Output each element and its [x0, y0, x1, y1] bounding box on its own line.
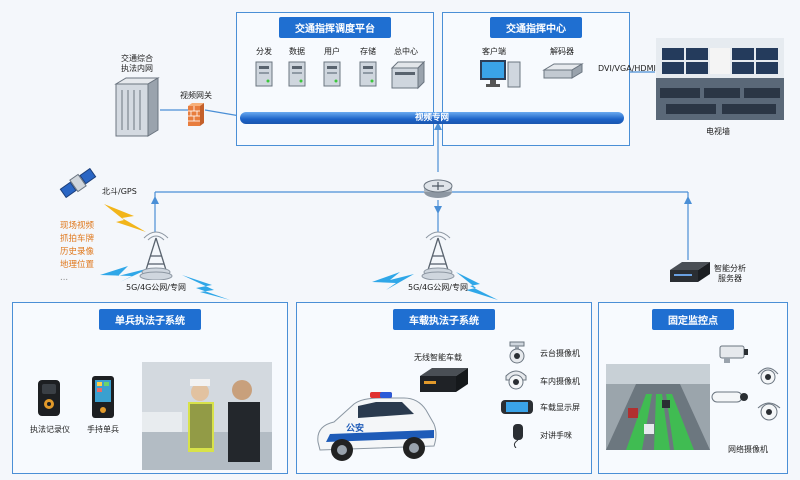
intranet-label-line1: 交通综合 [121, 54, 153, 63]
handheld-microphone-icon [513, 424, 523, 448]
command-center-panel: 交通指挥中心 [442, 12, 630, 146]
decoder-label: 解码器 [550, 47, 574, 56]
ptz-camera-icon [509, 341, 525, 364]
vehicle-nvr-icon [420, 368, 468, 392]
panel-title-command-center: 交通指挥中心 [490, 17, 582, 38]
server-label-user: 用户 [324, 47, 340, 56]
server-icon [288, 61, 306, 87]
panel-title-dispatch-platform: 交通指挥调度平台 [279, 17, 391, 38]
video-private-network-bus: 视频专网 [240, 112, 624, 124]
vehicle-device-label-display: 车载显示屏 [540, 403, 580, 412]
vehicle-device-label-ptz: 云台摄像机 [540, 349, 580, 358]
vehicle-display-icon [501, 400, 533, 414]
cell-tower-icon [139, 231, 173, 280]
server-label-data: 数据 [289, 47, 305, 56]
intranet-label-line2: 执法内网 [121, 64, 153, 73]
panel-title-fixed-monitor: 固定监控点 [652, 309, 734, 330]
vehicle-device-label-mic: 对讲手咪 [540, 431, 572, 440]
gateway-label: 视频网关 [180, 91, 212, 100]
intranet-label: 交通综合 执法内网 [121, 54, 153, 74]
intranet-server-rack-icon [114, 77, 160, 137]
beidou-gps-label: 北斗/GPS [102, 187, 137, 196]
headquarters-server-icon [390, 60, 426, 90]
dome-camera-icon [505, 370, 527, 390]
firewall-gateway-icon [188, 103, 204, 126]
data-item-live-video: 现场视频 [60, 221, 95, 231]
dvi-label: DVI/VGA/HDMI [598, 64, 656, 73]
analysis-server-label: 智能分析 服务器 [714, 264, 746, 284]
server-icon [255, 61, 273, 87]
network-camera-icon [757, 367, 779, 385]
analysis-server-label-line1: 智能分析 [714, 264, 746, 273]
server-icon [359, 61, 377, 87]
video-wall-photo [656, 38, 784, 120]
road-monitoring-photo [606, 364, 710, 450]
server-label-storage: 存储 [360, 47, 376, 56]
body-camera-icon [38, 380, 60, 416]
network-camera-icon [711, 391, 748, 403]
handheld-label: 手持单兵 [87, 425, 119, 434]
panel-title-vehicle: 车载执法子系统 [393, 309, 495, 330]
tower-label-middle: 5G/4G公网/专网 [408, 283, 468, 292]
network-camera-label: 网络摄像机 [728, 445, 768, 454]
network-camera-icon [719, 345, 748, 363]
beidou-signal-bolt [104, 204, 146, 232]
traffic-officer-photo [142, 362, 272, 470]
data-item-history-recording: 历史录像 [60, 247, 95, 257]
recorder-label: 执法记录仪 [30, 425, 70, 434]
tower-label-left: 5G/4G公网/专网 [126, 283, 186, 292]
decoder-icon [542, 63, 584, 79]
police-car-icon: 公安 [317, 392, 437, 461]
data-item-geo-location: 地理位置 [60, 260, 95, 270]
satellite-icon [59, 167, 97, 199]
router-icon [423, 179, 453, 198]
handheld-terminal-icon [92, 376, 114, 418]
analysis-server-label-line2: 服务器 [718, 274, 742, 283]
transmitted-data-list: 现场视频 抓拍车牌 历史录像 地理位置 ... [60, 220, 94, 285]
desktop-computer-icon [480, 60, 521, 88]
video-wall-label: 电视墙 [706, 127, 730, 136]
panel-title-single-soldier: 单兵执法子系统 [99, 309, 201, 330]
car-marking-text: 公安 [346, 422, 364, 434]
analysis-server-icon [670, 262, 710, 282]
network-camera-icon [757, 402, 781, 421]
vehicle-nvr-label: 无线智能车载 [414, 353, 462, 362]
cell-tower-icon [421, 231, 455, 280]
client-label: 客户端 [482, 47, 506, 56]
vehicle-device-label-interior: 车内摄像机 [540, 377, 580, 386]
data-item-plate-capture: 抓拍车牌 [60, 234, 95, 244]
data-item-more: ... [60, 273, 69, 283]
server-label-distribute: 分发 [256, 47, 272, 56]
server-icon [323, 61, 341, 87]
server-label-headquarters: 总中心 [394, 47, 418, 56]
